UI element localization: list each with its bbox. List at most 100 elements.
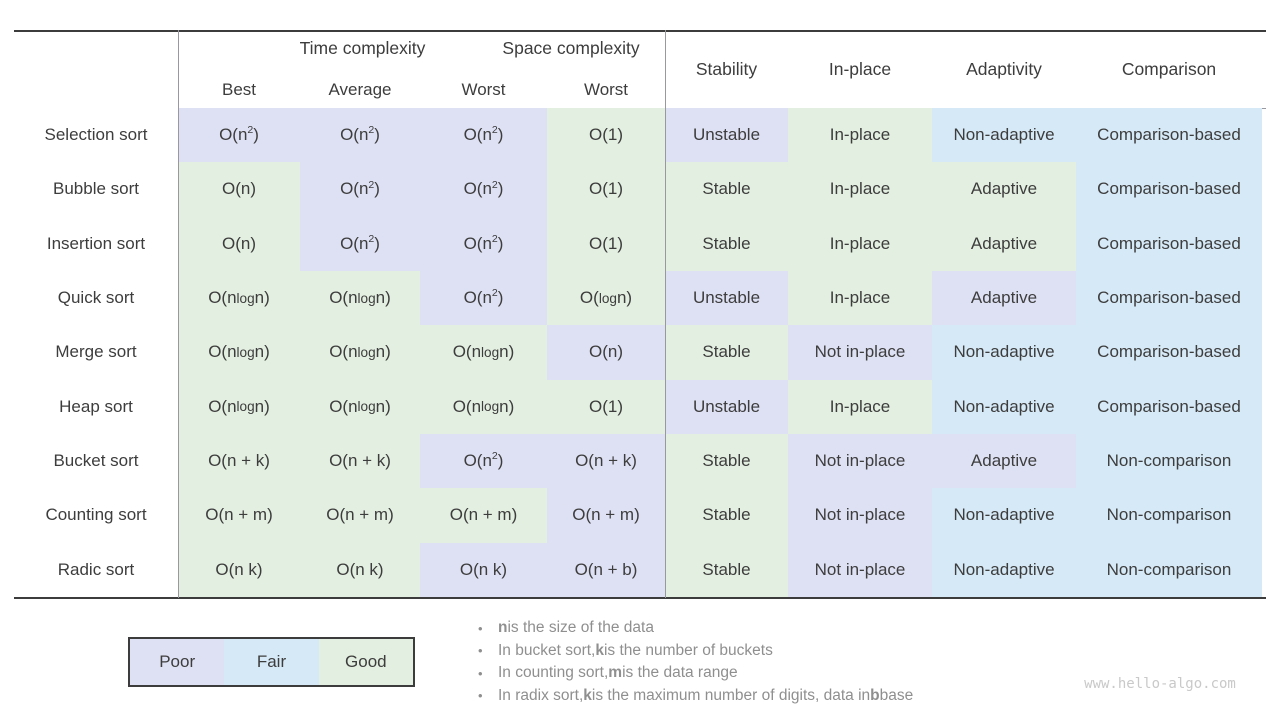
cell-average: O(n + m) — [300, 488, 420, 543]
footnote-text: is the number of buckets — [603, 641, 773, 659]
footnote-text: In counting sort, — [498, 664, 609, 682]
cell-adaptivity: Adaptive — [932, 162, 1076, 217]
column-header-adaptivity: Adaptivity — [966, 58, 1042, 79]
label-column-divider — [178, 30, 179, 598]
table-top-rule — [14, 30, 1266, 32]
column-header-worst-space: Worst — [583, 80, 629, 99]
bullet-icon: • — [478, 665, 483, 681]
cell-worst-space: O(1) — [547, 216, 665, 271]
cell-worst: O(n log n) — [420, 379, 547, 434]
cell-in-place: Not in-place — [788, 325, 932, 380]
footnote-variable: k — [583, 686, 592, 704]
cell-comparison: Non-comparison — [1076, 488, 1262, 543]
cell-stability: Stable — [665, 325, 788, 380]
cell-average: O(n + k) — [300, 433, 420, 489]
table-bottom-rule — [14, 597, 1266, 599]
row-label: Merge sort — [14, 325, 178, 380]
cell-comparison: Comparison-based — [1076, 325, 1262, 380]
cell-worst-space: O(n + k) — [547, 433, 665, 489]
space-complexity-group-header: Space complexity — [502, 37, 640, 58]
column-header-average: Average — [328, 80, 392, 99]
footnote-line: • In counting sort, m is the data range — [478, 662, 913, 685]
cell-adaptivity: Non-adaptive — [932, 542, 1076, 597]
footnote-variable: n — [498, 619, 508, 637]
row-label: Insertion sort — [14, 216, 178, 271]
row-label: Radic sort — [14, 542, 178, 597]
cell-in-place: In-place — [788, 162, 932, 217]
footnote-text: In bucket sort, — [498, 641, 596, 659]
time-complexity-group-header: Time complexity — [299, 37, 426, 58]
footnote-text: base — [879, 686, 914, 704]
footnote-line: •n is the size of the data — [478, 617, 913, 640]
cell-worst-space: O(1) — [547, 108, 665, 163]
cell-stability: Stable — [665, 162, 788, 217]
cell-in-place: In-place — [788, 216, 932, 271]
legend-fair: Fair — [224, 639, 319, 685]
column-header-best: Best — [221, 80, 257, 99]
footnote-variable: m — [608, 664, 623, 682]
footnote-text: is the data range — [622, 664, 738, 682]
column-header-comparison: Comparison — [1121, 58, 1217, 79]
row-label: Selection sort — [14, 108, 178, 163]
cell-comparison: Non-comparison — [1076, 433, 1262, 489]
cell-stability: Stable — [665, 216, 788, 271]
cell-best: O(n log n) — [178, 270, 300, 326]
row-label: Bubble sort — [14, 162, 178, 217]
row-label: Quick sort — [14, 270, 178, 326]
footnote-variable: k — [595, 641, 604, 659]
legend-poor: Poor — [130, 639, 225, 685]
column-header-in-place: In-place — [828, 58, 892, 79]
cell-best: O(n + k) — [178, 433, 300, 489]
cell-best: O(n log n) — [178, 325, 300, 380]
complexity-property-divider — [665, 30, 666, 598]
cell-stability: Unstable — [665, 270, 788, 326]
watermark-url: www.hello-algo.com — [1084, 676, 1236, 692]
cell-worst-space: O(n + m) — [547, 488, 665, 543]
bullet-icon: • — [478, 688, 483, 704]
cell-worst-space: O(1) — [547, 162, 665, 217]
cell-adaptivity: Non-adaptive — [932, 379, 1076, 434]
cell-worst-space: O(n + b) — [547, 542, 665, 597]
cell-adaptivity: Non-adaptive — [932, 108, 1076, 163]
cell-best: O(n + m) — [178, 488, 300, 543]
footnotes: •n is the size of the data•In bucket sor… — [478, 617, 913, 707]
cell-adaptivity: Non-adaptive — [932, 488, 1076, 543]
footnote-text: is the size of the data — [507, 619, 654, 637]
row-label: Counting sort — [14, 488, 178, 543]
cell-stability: Stable — [665, 433, 788, 489]
rating-legend: Poor Fair Good — [128, 637, 415, 687]
cell-in-place: Not in-place — [788, 542, 932, 597]
cell-comparison: Comparison-based — [1076, 270, 1262, 326]
footnote-text: In radix sort, — [498, 686, 584, 704]
cell-worst-space: O(log n) — [547, 270, 665, 326]
cell-comparison: Comparison-based — [1076, 162, 1262, 217]
cell-worst-space: O(1) — [547, 379, 665, 434]
cell-in-place: Not in-place — [788, 433, 932, 489]
cell-best: O(n) — [178, 216, 300, 271]
footnote-line: •In radix sort, k is the maximum number … — [478, 685, 913, 708]
cell-stability: Unstable — [665, 379, 788, 434]
cell-average: O(n k) — [300, 542, 420, 597]
column-header-worst-time: Worst — [461, 80, 506, 99]
cell-worst-space: O(n) — [547, 325, 665, 380]
cell-in-place: In-place — [788, 379, 932, 434]
cell-average: O(n log n) — [300, 379, 420, 434]
cell-comparison: Comparison-based — [1076, 379, 1262, 434]
column-header-stability: Stability — [695, 58, 758, 79]
cell-stability: Unstable — [665, 108, 788, 163]
cell-average: O(n log n) — [300, 270, 420, 326]
cell-in-place: Not in-place — [788, 488, 932, 543]
